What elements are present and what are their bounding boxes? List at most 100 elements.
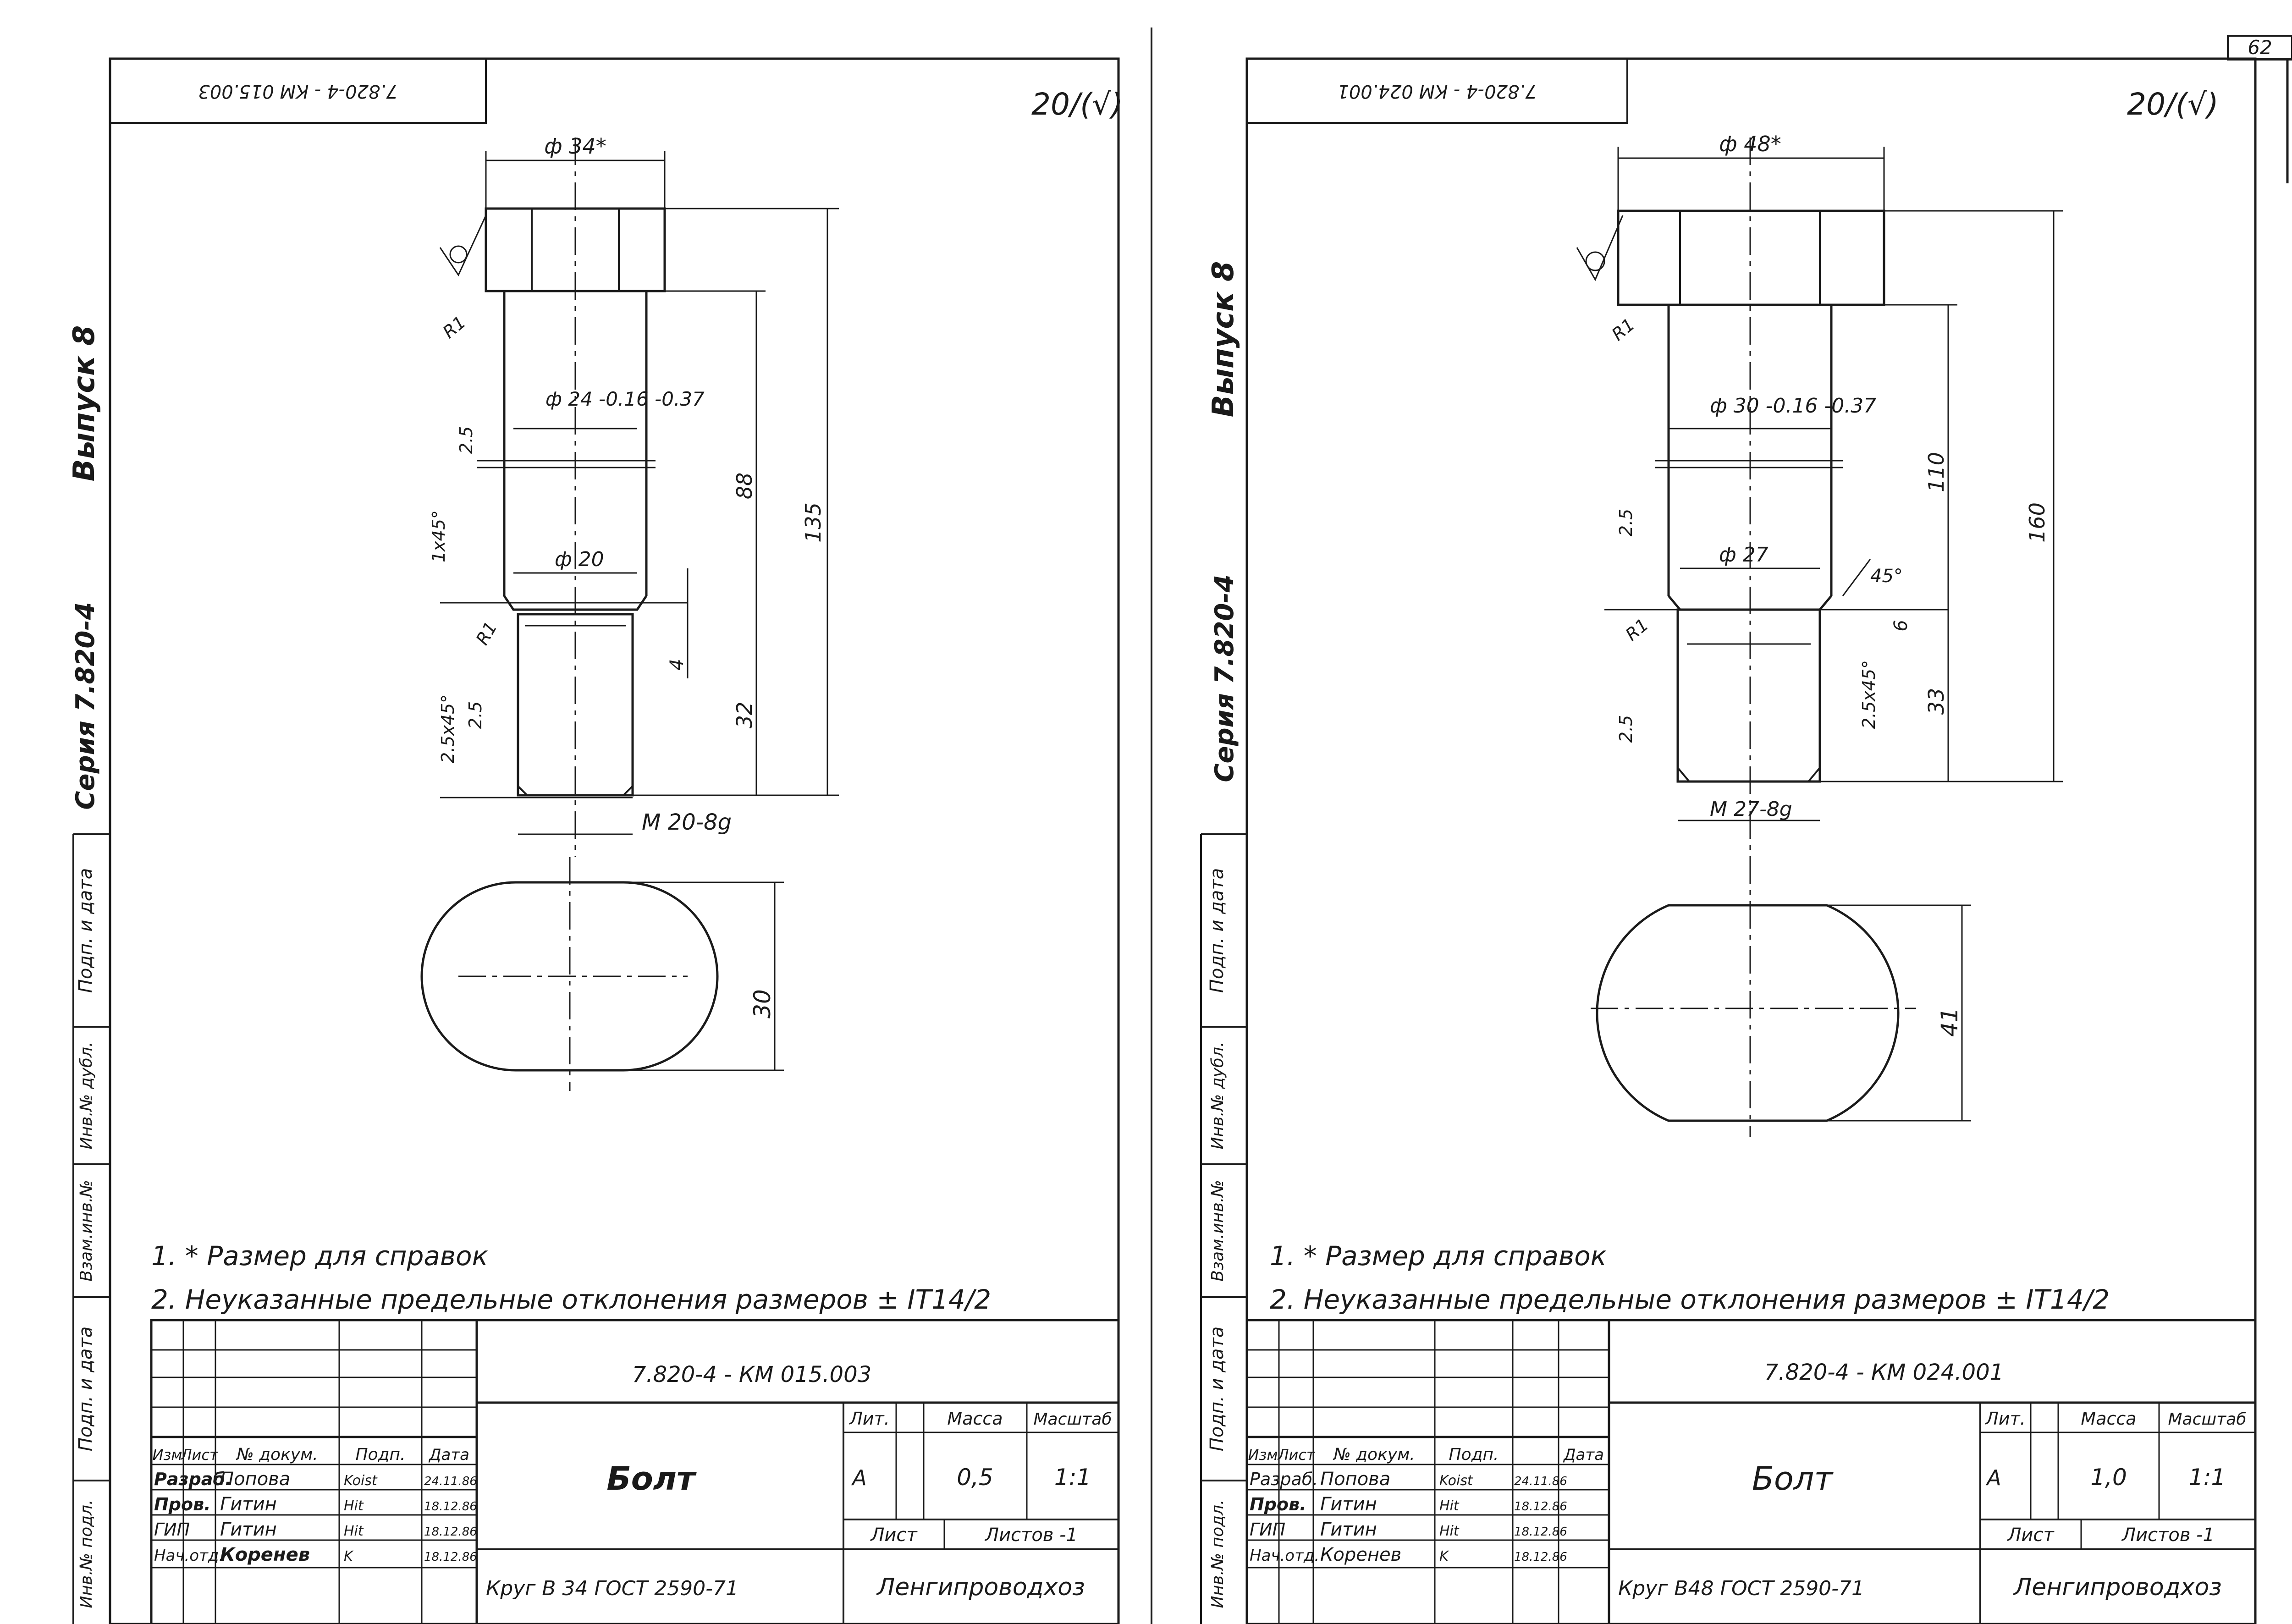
right-col-sign: Подп. xyxy=(1449,1445,1499,1464)
right-r3-role: ГИП xyxy=(1250,1519,1285,1540)
left-r2-name: Гитин xyxy=(220,1494,277,1515)
left-lit-label: Лит. xyxy=(848,1409,890,1429)
left-stamp-2: Инв.№ дубл. xyxy=(77,1042,96,1150)
right-top-code: 7.820-4 - КМ 024.001 xyxy=(1337,81,1537,102)
left-stamp-5: Инв.№ подл. xyxy=(77,1500,96,1608)
left-series: Серия 7.820-4 xyxy=(71,602,100,809)
page-number: 62 xyxy=(2248,36,2272,59)
right-part-name: Болт xyxy=(1752,1460,1834,1497)
left-col-sign: Подп. xyxy=(356,1445,406,1464)
right-note-2: 2. Неуказанные предельные отклонения раз… xyxy=(1270,1284,2110,1315)
left-r3-date: 18.12.86 xyxy=(424,1525,477,1539)
left-dim-1x45: 1x45° xyxy=(429,510,449,562)
right-bolt-thread xyxy=(1676,608,1821,783)
right-r3-sign: Hit xyxy=(1439,1523,1460,1539)
right-top-code-box xyxy=(1246,58,1628,124)
left-r3-name: Гитин xyxy=(220,1519,277,1540)
right-r1-name: Попова xyxy=(1320,1469,1390,1490)
left-r1-date: 24.11.86 xyxy=(424,1475,477,1488)
left-r2-role: Пров. xyxy=(154,1494,211,1514)
right-sheet-label: Лист xyxy=(2006,1525,2055,1546)
right-r2-role: Пров. xyxy=(1250,1494,1306,1514)
right-scale-value: 1:1 xyxy=(2189,1464,2226,1491)
left-part-name: Болт xyxy=(606,1460,697,1497)
left-col-date: Дата xyxy=(428,1446,469,1464)
left-top-code-box xyxy=(109,58,487,124)
right-lit-label: Лит. xyxy=(1984,1409,2026,1429)
right-rough-b: 2.5 xyxy=(1616,715,1636,743)
left-dim-flat: 30 xyxy=(749,989,776,1018)
left-col-list: Лист xyxy=(180,1446,218,1464)
right-dim-25x45: 2.5x45° xyxy=(1859,660,1879,729)
right-dim-6: 6 xyxy=(1890,620,1912,631)
right-section-view xyxy=(1591,904,1971,1122)
left-org: Ленгипроводхоз xyxy=(876,1574,1085,1601)
right-r2-sign: Hit xyxy=(1439,1498,1460,1514)
right-r1-b: R1 xyxy=(1622,615,1653,645)
right-dim-head: ф 48* xyxy=(1719,132,1781,156)
left-dim-neck: ф 20 xyxy=(555,548,604,571)
right-r4-role: Нач.отд. xyxy=(1250,1547,1319,1565)
left-dim-25x45: 2.5x45° xyxy=(438,694,458,763)
right-dim-33: 33 xyxy=(1924,688,1949,715)
left-col-izm: Изм xyxy=(152,1446,182,1464)
left-note-1: 1. * Размер для справок xyxy=(151,1240,488,1272)
right-stamp-2: Инв.№ дубл. xyxy=(1208,1042,1227,1150)
left-issue: Выпуск 8 xyxy=(67,325,101,482)
right-col-izm: Изм xyxy=(1248,1446,1278,1464)
right-dim-shank: ф 30 -0.16 -0.37 xyxy=(1710,394,1876,418)
right-thread: М 27-8g xyxy=(1710,798,1792,821)
right-r2-date: 18.12.86 xyxy=(1514,1500,1567,1514)
right-mass-value: 1,0 xyxy=(2090,1464,2127,1491)
right-series: Серия 7.820-4 xyxy=(1210,574,1240,782)
right-doc-code: 7.820-4 - КМ 024.001 xyxy=(1764,1360,2004,1385)
right-title-block xyxy=(1245,1319,2257,1624)
right-stamp-3: Взам.инв.№ xyxy=(1208,1180,1227,1282)
right-r1-sign: Koist xyxy=(1439,1473,1473,1489)
right-r3-date: 18.12.86 xyxy=(1514,1525,1567,1539)
right-r4-sign: K xyxy=(1439,1548,1449,1564)
right-bolt-view xyxy=(1576,138,2063,1137)
right-rough-a: 2.5 xyxy=(1616,509,1636,536)
left-dim-4: 4 xyxy=(667,659,688,670)
right-col-doc: № докум. xyxy=(1333,1445,1415,1464)
right-mass-label: Масса xyxy=(2081,1409,2136,1429)
left-thread: М 20-8g xyxy=(642,809,732,835)
left-r2-date: 18.12.86 xyxy=(424,1500,477,1514)
left-r4-sign: K xyxy=(344,1548,354,1564)
right-col-list: Лист xyxy=(1277,1446,1315,1464)
right-sheets-label: Листов -1 xyxy=(2121,1525,2215,1546)
left-frame xyxy=(109,57,1120,1624)
left-col-doc: № докум. xyxy=(236,1445,318,1464)
right-stamp-4: Подп. и дата xyxy=(1207,1327,1228,1451)
right-stamp-5: Инв.№ подл. xyxy=(1208,1500,1227,1608)
right-r1-a: R1 xyxy=(1608,314,1639,345)
right-org: Ленгипроводхоз xyxy=(2013,1574,2222,1601)
right-r1-role: Разраб. xyxy=(1250,1469,1318,1489)
right-col-date: Дата xyxy=(1563,1446,1604,1464)
right-r4-name: Коренев xyxy=(1320,1544,1401,1565)
right-r1-date: 24.11.86 xyxy=(1514,1475,1567,1488)
left-title-block xyxy=(150,1319,1120,1624)
left-mass-label: Масса xyxy=(947,1409,1003,1429)
left-r1-name: Попова xyxy=(220,1469,290,1490)
right-bolt-head xyxy=(1617,209,1885,306)
right-dim-45: 45° xyxy=(1870,566,1903,587)
right-r4-date: 18.12.86 xyxy=(1514,1550,1567,1564)
left-roughness: 20/(√) xyxy=(1031,87,1123,122)
left-rough-b: 2.5 xyxy=(465,701,485,729)
right-dim-110: 110 xyxy=(1924,452,1949,492)
left-scale-label: Масштаб xyxy=(1033,1410,1112,1429)
right-sheet: 7.820-4 - КМ 024.001 20/(√) Подп. и дата… xyxy=(1200,57,2292,1624)
left-top-code: 7.820-4 - КМ 015.003 xyxy=(198,81,397,102)
right-issue: Выпуск 8 xyxy=(1207,261,1240,418)
left-r3-sign: Hit xyxy=(344,1523,364,1539)
right-frame xyxy=(1245,57,2257,1624)
left-r3-role: ГИП xyxy=(154,1519,190,1540)
left-dim-135: 135 xyxy=(801,502,826,543)
left-scale-value: 1:1 xyxy=(1054,1464,1091,1491)
left-dim-shank: ф 24 -0.16 -0.37 xyxy=(545,388,705,410)
left-sheet-label: Лист xyxy=(870,1525,918,1546)
left-mass-value: 0,5 xyxy=(957,1464,993,1491)
right-dim-neck: ф 27 xyxy=(1719,543,1769,567)
